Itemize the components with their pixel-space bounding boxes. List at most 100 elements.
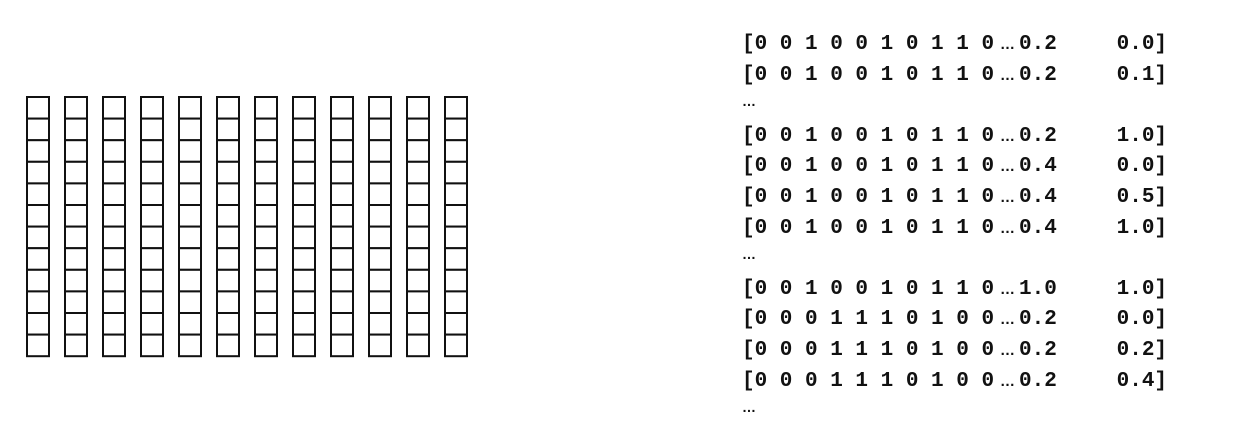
grid-cell: [444, 312, 468, 336]
vector-value-b: 0.0]: [1116, 155, 1168, 179]
vector-ellipsis: …: [1000, 219, 1016, 237]
grid-cell: [178, 204, 202, 228]
vector-ellipsis: …: [1000, 311, 1016, 329]
grid-cell: [26, 182, 50, 207]
vector-value-a: 0.2: [1019, 369, 1057, 393]
grid-cell: [216, 333, 240, 358]
grid-cell: [102, 160, 126, 185]
grid-cell: [216, 290, 240, 314]
grid-cell: [368, 139, 392, 163]
vector-bits: [0 0 1 0 0 1 0 1 1 0: [742, 63, 995, 87]
grid-cell: [26, 290, 50, 314]
grid-cell: [26, 139, 50, 163]
vector-value-b: 0.2]: [1116, 338, 1168, 362]
vector-bits: [0 0 1 0 0 1 0 1 1 0: [742, 124, 995, 148]
grid-column: [140, 96, 164, 358]
grid-cell: [178, 333, 202, 358]
grid-cell: [216, 139, 240, 163]
grid-cell: [406, 160, 430, 185]
grid-cell: [178, 225, 202, 250]
vector-bits: [0 0 1 0 0 1 0 1 1 0: [742, 216, 995, 240]
vector-value-a: 0.4: [1019, 216, 1057, 240]
grid-column: [64, 96, 88, 358]
cell-grid: [26, 96, 468, 358]
vector-value-a: 0.2: [1019, 33, 1057, 56]
grid-cell: [368, 117, 392, 142]
grid-cell: [102, 139, 126, 163]
grid-cell: [406, 333, 430, 358]
grid-cell: [406, 182, 430, 207]
grid-cell: [216, 268, 240, 293]
grid-cell: [368, 312, 392, 336]
grid-cell: [102, 225, 126, 250]
grid-cell: [26, 96, 50, 120]
grid-cell: [216, 204, 240, 228]
grid-cell: [254, 225, 278, 250]
grid-cell: [444, 333, 468, 358]
grid-cell: [254, 247, 278, 271]
vector-bits: [0 0 0 1 1 1 0 1 0 0: [742, 338, 995, 362]
grid-cell: [368, 204, 392, 228]
grid-cell: [140, 117, 164, 142]
grid-cell: [178, 290, 202, 314]
grid-cell: [64, 182, 88, 207]
grid-cell: [140, 312, 164, 336]
grid-cell: [178, 247, 202, 271]
vector-value-b: 0.1]: [1116, 63, 1168, 87]
grid-cell: [254, 160, 278, 185]
grid-cell: [26, 225, 50, 250]
grid-cell: [444, 96, 468, 120]
grid-cell: [64, 290, 88, 314]
grid-cell: [330, 225, 354, 250]
grid-cell: [102, 96, 126, 120]
grid-cell: [64, 204, 88, 228]
grid-cell: [102, 247, 126, 271]
grid-cell: [26, 312, 50, 336]
grid-cell: [406, 139, 430, 163]
grid-cell: [292, 247, 316, 271]
vector-bits: [0 0 1 0 0 1 0 1 1 0: [742, 277, 995, 301]
grid-cell: [140, 247, 164, 271]
grid-cell: [444, 182, 468, 207]
vector-value-b: 0.0]: [1116, 33, 1168, 56]
grid-cell: [64, 96, 88, 120]
grid-cell: [102, 117, 126, 142]
vector-ellipsis: …: [1000, 127, 1016, 145]
ellipsis-line: …: [742, 399, 756, 416]
grid-column: [102, 96, 126, 358]
grid-cell: [140, 268, 164, 293]
grid-cell: [254, 312, 278, 336]
grid-cell: [444, 268, 468, 293]
grid-cell: [330, 160, 354, 185]
grid-cell: [102, 333, 126, 358]
vector-ellipsis: …: [1000, 188, 1016, 206]
vector-bits: [0 0 1 0 0 1 0 1 1 0: [742, 185, 995, 209]
grid-cell: [178, 268, 202, 293]
grid-cell: [178, 182, 202, 207]
grid-cell: [102, 268, 126, 293]
grid-column: [26, 96, 50, 358]
grid-cell: [406, 290, 430, 314]
grid-cell: [330, 117, 354, 142]
grid-column: [368, 96, 392, 358]
grid-cell: [292, 96, 316, 120]
grid-cell: [26, 204, 50, 228]
grid-cell: [406, 247, 430, 271]
grid-cell: [330, 96, 354, 120]
vector-value-a: 0.4: [1019, 185, 1057, 209]
grid-cell: [368, 182, 392, 207]
ellipsis-line: …: [742, 93, 756, 110]
grid-cell: [254, 139, 278, 163]
grid-cell: [64, 139, 88, 163]
grid-cell: [406, 117, 430, 142]
grid-cell: [368, 290, 392, 314]
